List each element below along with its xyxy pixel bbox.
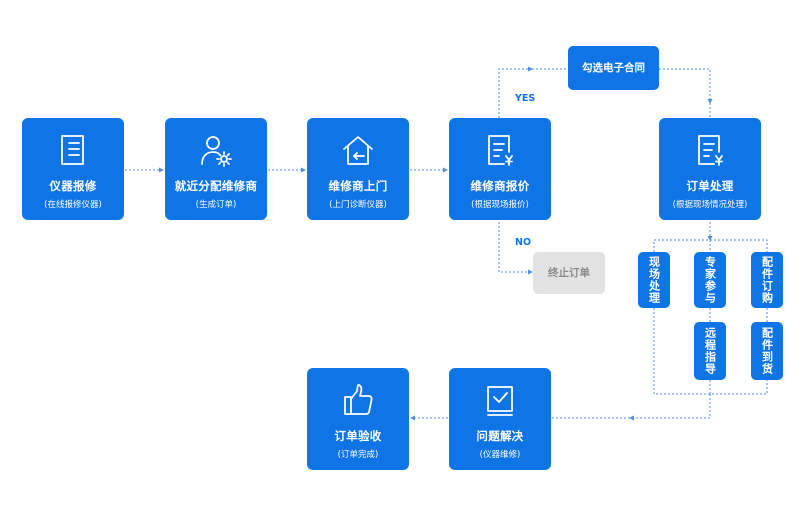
price-document-icon [698, 135, 723, 166]
substep-label: 专家参与 [703, 256, 717, 304]
substep-parts-arrive: 配件到货 [751, 322, 783, 380]
branch-yes-label: YES [515, 93, 536, 104]
node-terminate: 终止订单 [533, 252, 605, 294]
checkbox-icon [487, 386, 513, 416]
substep-onsite-handling: 现场处理 [638, 252, 670, 308]
node-subtitle: (生成订单) [195, 200, 237, 210]
connector-quote-contract [498, 66, 533, 118]
node-title: 问题解决 [476, 429, 524, 443]
price-document-icon [488, 135, 513, 166]
document-list-icon [61, 135, 84, 165]
node-accept: 订单验收 (订单完成) [307, 368, 409, 470]
home-enter-icon [343, 136, 373, 165]
node-process: 订单处理 (根据现场情况处理) [659, 118, 761, 220]
node-title: 仪器报修 [49, 179, 97, 193]
branch-no-label: NO [515, 237, 532, 248]
substep-label: 配件订购 [760, 256, 774, 304]
node-contract: 勾选电子合同 [568, 46, 659, 90]
node-subtitle: (仪器维修) [479, 450, 521, 460]
connector-substeps-bottom [653, 308, 768, 395]
node-subtitle: (根据现场情况处理) [672, 200, 748, 210]
node-title: 维修商上门 [328, 179, 388, 193]
node-onsite: 维修商上门 (上门诊断仪器) [307, 118, 409, 220]
substep-parts-order: 配件订购 [751, 252, 783, 308]
node-title: 订单处理 [686, 179, 734, 193]
node-quote: 维修商报价 (根据现场报价) [449, 118, 551, 220]
substep-expert: 专家参与 [694, 252, 726, 308]
node-title: 订单验收 [334, 429, 382, 443]
connector-contract-process [659, 68, 713, 104]
node-title: 维修商报价 [470, 179, 530, 193]
node-subtitle: (在线报修仪器) [44, 200, 102, 210]
substep-label: 现场处理 [647, 256, 661, 304]
substep-label: 远程指导 [703, 327, 717, 375]
node-repair: 仪器报修 (在线报修仪器) [22, 118, 124, 220]
connector-process-solve [629, 394, 711, 421]
node-subtitle: (根据现场报价) [471, 200, 529, 210]
node-dispatch: 就近分配维修商 (生成订单) [165, 118, 267, 220]
substep-label: 配件到货 [760, 327, 774, 375]
thumbs-up-icon [344, 384, 373, 415]
node-solve: 问题解决 (仪器维修) [449, 368, 551, 470]
node-subtitle: (上门诊断仪器) [329, 200, 387, 210]
user-settings-icon [201, 136, 232, 167]
substep-remote: 远程指导 [694, 322, 726, 380]
node-subtitle: (订单完成) [337, 450, 379, 460]
node-title: 就近分配维修商 [174, 179, 258, 193]
connector-quote-terminate [498, 222, 533, 275]
